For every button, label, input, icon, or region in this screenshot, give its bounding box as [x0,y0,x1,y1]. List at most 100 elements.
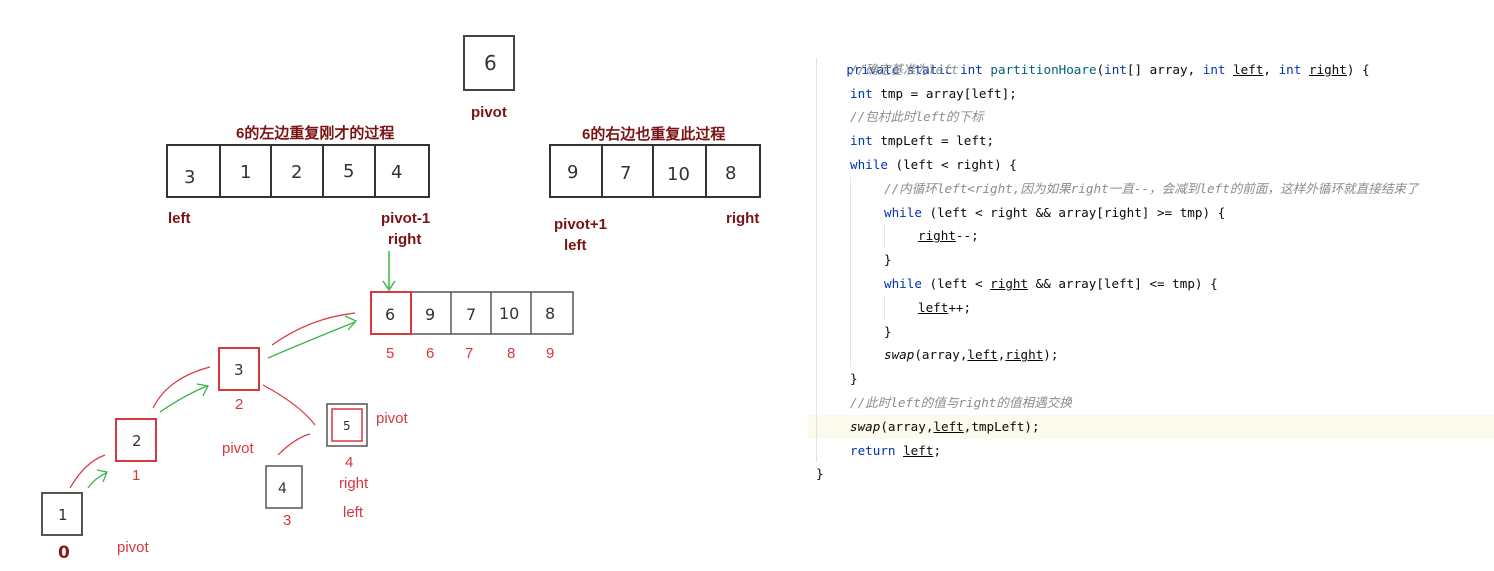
code-token: tmpLeft = left; [872,133,995,149]
code-token: while [884,204,922,220]
code-token: swap [850,418,881,434]
code-line: while (left < right && array[right] >= t… [808,200,1494,225]
mid-array-cell: 8 [545,304,555,323]
code-token: ++; [948,299,972,315]
node-5-index: 4 [345,454,353,471]
green-arrowhead [382,280,396,292]
code-token: private static int [846,61,991,77]
left-array-cell: 5 [343,161,354,182]
label-right-b: right [726,210,759,227]
code-line: //内循环left<right,因为如果right一直--，会减到left的前面… [808,176,1494,201]
code-token: int [1104,61,1127,77]
code-line-highlighted: swap(array,left,tmpLeft); [808,414,1494,439]
node-5-inner-box [331,408,363,442]
left-array-cell: 3 [184,167,195,188]
code-line: swap(array,left,right); [808,343,1494,368]
label-pivot-plus-1: pivot+1 [554,216,607,233]
code-line: while (left < right) { [808,152,1494,177]
method-name: partitionHoare [990,61,1097,77]
node-4-box [265,465,303,509]
node-5-left-label: left [343,504,364,521]
node-4-value: 4 [278,481,287,497]
node-2-box [115,418,157,462]
right-array-cell: 8 [725,163,736,184]
code-line: //确定基准为left [808,57,1494,82]
node-1-index: 0 [58,543,70,563]
mid-pivot-box [370,291,412,335]
code-token: right [1308,61,1347,77]
code-token: , [997,347,1006,363]
comment: //此时left的值与right的值相遇交换 [850,394,1072,410]
label-right: right [388,231,421,248]
code-line: } [808,462,1494,486]
code-token: left [933,418,964,434]
code-token: (left < right) { [887,156,1017,172]
right-array [549,144,761,198]
node-1-value: 1 [58,506,68,524]
code-token: && array[left] <= tmp) { [1028,275,1218,291]
top-pivot-value: 6 [484,51,497,75]
code-token [896,443,904,458]
code-line: right--; [808,224,1494,249]
code-token: (array, [880,418,934,434]
code-token: ( [1096,61,1105,77]
code-token: left [918,299,949,315]
right-array-cell: 7 [620,163,631,184]
node-3-box [218,347,260,391]
node-2-value: 2 [132,432,142,450]
node-5-value: 5 [343,419,351,433]
code-token: int [1202,61,1226,77]
code-token: int [850,133,873,149]
code-token: ,tmpLeft); [963,418,1040,434]
left-title: 6的左边重复刚才的过程 [236,124,394,142]
mid-array-cell: 9 [425,305,435,324]
code-token: } [850,371,858,387]
node-4-pivot-label: pivot [222,440,255,457]
code-token: } [884,252,892,268]
code-token: (left < [921,275,991,291]
code-token: right [990,275,1029,291]
code-line: left++; [808,295,1494,320]
code-token: right [918,228,956,244]
code-token: while [884,275,922,291]
node-2-index: 1 [132,467,140,484]
code-token: return [850,442,896,458]
left-array-cell: 1 [240,162,251,183]
node-3-value: 3 [234,361,244,379]
code-token: (left < right && array[right] >= tmp) { [921,204,1226,220]
code-token: left [967,347,998,363]
code-token: ) { [1346,61,1370,77]
code-token: } [816,466,824,482]
code-token: [] array, [1126,61,1203,77]
node-1-pivot-label: pivot [117,539,150,556]
code-token: ; [933,442,942,458]
code-line: int tmpLeft = left; [808,129,1494,153]
code-line: //包村此时left的下标 [808,105,1494,130]
code-line: } [808,319,1494,344]
quicksort-diagram: 6 pivot 6的左边重复刚才的过程 6的右边也重复此过程 3 1 2 5 4… [41,35,761,563]
code-token: ); [1043,347,1059,363]
node-4-index: 3 [283,512,291,529]
label-left-b: left [564,237,587,254]
mid-array-cell: 10 [499,304,519,323]
right-array-cell: 9 [567,162,578,183]
mid-index: 8 [507,345,515,362]
code-line: int tmp = array[left]; [808,81,1494,106]
code-token: } [884,323,892,339]
code-token: (array, [914,347,968,363]
comment: //确定基准为left [850,61,959,77]
code-token: tmp = array[left]; [872,85,1017,101]
top-pivot-box [463,35,515,91]
node-5-right-label: right [339,475,369,492]
code-token: --; [955,228,979,244]
node-3-index: 2 [235,396,243,413]
label-pivot-minus-1: pivot-1 [381,210,430,227]
left-array-cell: 2 [291,162,302,183]
tree-connectors [69,312,356,489]
code-editor: private static int partitionHoare(int[] … [808,34,1494,486]
mid-index: 7 [465,345,473,362]
code-line: private static int partitionHoare(int[] … [808,34,1494,77]
mid-index: 6 [426,345,434,362]
mid-index: 9 [546,345,554,362]
code-token: int [850,85,873,101]
